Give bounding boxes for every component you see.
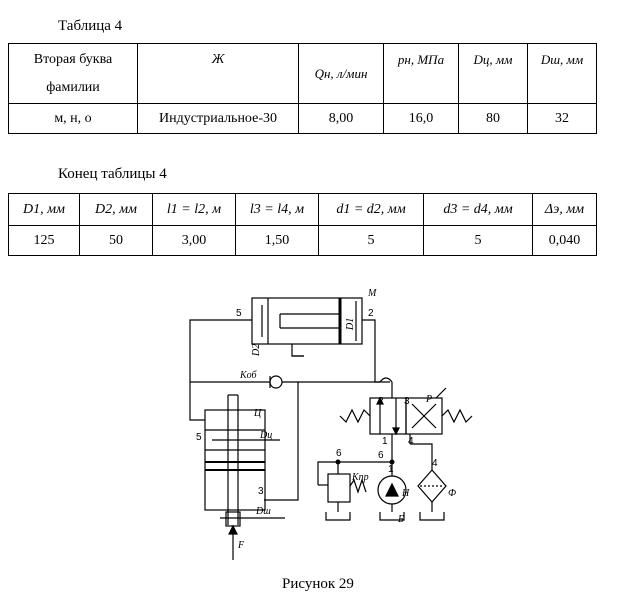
motor-cylinder-body xyxy=(251,297,363,345)
header-d1d2: d1 = d2, мм xyxy=(318,193,424,226)
cell-rod-diam: 32 xyxy=(527,103,597,134)
cell-pressure: 16,0 xyxy=(383,103,459,134)
table1-header-row: Вторая буква фамилии Ж Qн, л/мин pн, МПа… xyxy=(8,43,597,104)
label-ts: Ц xyxy=(253,408,262,419)
label-node-1: 1 xyxy=(388,464,394,475)
label-port-2a: 2 xyxy=(368,308,374,319)
label-node-4: 4 xyxy=(432,458,438,469)
header-rod-diam: Dш, мм xyxy=(527,43,597,104)
label-node-6b: 6 xyxy=(378,450,384,461)
cell-delta: 0,040 xyxy=(532,225,597,256)
label-b: Б xyxy=(397,514,404,525)
label-dsh: Dш xyxy=(255,506,271,517)
table1: Вторая буква фамилии Ж Qн, л/мин pн, МПа… xyxy=(8,43,597,134)
label-d2: D2 xyxy=(251,344,262,357)
label-filter: Ф xyxy=(448,488,456,499)
table2-caption: Конец таблицы 4 xyxy=(58,166,167,182)
header-l3l4: l3 = l4, м xyxy=(235,193,319,226)
cell-fluid: Индустриальное-30 xyxy=(137,103,299,134)
label-node-6a: 6 xyxy=(336,448,342,459)
cell-d2: 50 xyxy=(79,225,153,256)
label-p: Р xyxy=(425,394,432,405)
line-5-upper xyxy=(189,319,252,421)
header-d3d4: d3 = d4, мм xyxy=(423,193,533,226)
label-valve-4: 4 xyxy=(408,436,414,447)
label-kob: Kоб xyxy=(239,370,258,381)
label-valve-2: 2 xyxy=(378,396,384,407)
header-d1: D1, мм xyxy=(8,193,80,226)
label-force: F xyxy=(237,540,245,551)
label-valve-1: 1 xyxy=(382,436,388,447)
table2-data-row: 125 50 3,00 1,50 5 5 0,040 xyxy=(8,225,597,256)
cell-letters: м, н, о xyxy=(8,103,138,134)
header-l1l2: l1 = l2, м xyxy=(152,193,236,226)
table1-caption: Таблица 4 xyxy=(58,18,123,34)
header-flow: Qн, л/мин xyxy=(298,43,384,104)
table2-header-row: D1, мм D2, мм l1 = l2, м l3 = l4, м d1 =… xyxy=(8,193,597,226)
header-cyl-diam: Dц, мм xyxy=(458,43,528,104)
header-second-letter: Вторая буква фамилии xyxy=(8,43,138,104)
table1-data-row: м, н, о Индустриальное-30 8,00 16,0 80 3… xyxy=(8,103,597,134)
label-m: М xyxy=(367,288,377,299)
table2: D1, мм D2, мм l1 = l2, м l3 = l4, м d1 =… xyxy=(8,193,597,256)
cylinder-ts-body xyxy=(204,409,266,511)
label-port-5b: 5 xyxy=(196,432,202,443)
label-port-5a: 5 xyxy=(236,308,242,319)
cell-l3l4: 1,50 xyxy=(235,225,319,256)
figure-caption: Рисунок 29 xyxy=(282,576,354,592)
label-h: Н xyxy=(401,488,410,499)
cell-d3d4: 5 xyxy=(423,225,533,256)
relief-valve xyxy=(327,473,351,503)
header-delta: Δэ, мм xyxy=(532,193,597,226)
line-2-motor xyxy=(362,319,390,383)
cell-cyl-diam: 80 xyxy=(458,103,528,134)
label-dts: Dц xyxy=(259,430,272,441)
cell-flow: 8,00 xyxy=(298,103,384,134)
distributor-valve xyxy=(369,397,407,435)
label-d1: D1 xyxy=(345,318,356,331)
label-valve-3: 3 xyxy=(404,396,410,407)
label-port-3: 3 xyxy=(258,486,264,497)
check-valve xyxy=(269,375,283,389)
label-kpr: Kпр xyxy=(351,472,369,483)
